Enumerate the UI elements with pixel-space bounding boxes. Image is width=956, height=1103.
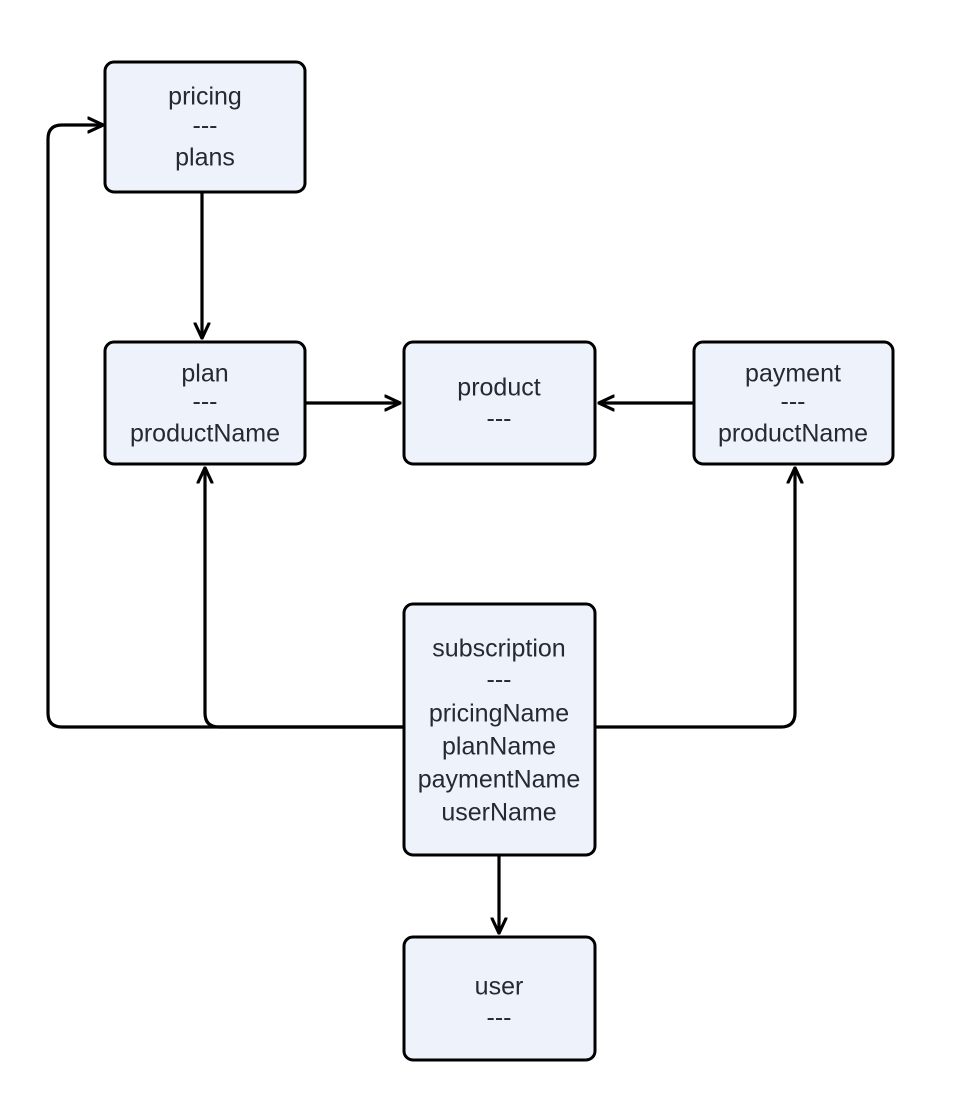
node-user-title: user	[475, 973, 524, 1001]
node-pricing-field-plans: plans	[175, 144, 235, 172]
node-plan-field-productname: productName	[130, 420, 280, 448]
node-user[interactable]: user ---	[402, 935, 597, 1062]
node-plan-separator: ---	[193, 388, 218, 416]
node-pricing-title: pricing	[168, 83, 242, 111]
node-plan[interactable]: plan --- productName	[103, 340, 307, 466]
node-subscription-title: subscription	[432, 635, 565, 663]
node-user-box[interactable]	[402, 935, 597, 1062]
node-plan-title: plan	[181, 360, 228, 388]
edges-layer	[46, 125, 795, 933]
node-subscription[interactable]: subscription --- pricingName planName pa…	[402, 602, 597, 857]
node-subscription-box[interactable]	[402, 602, 597, 857]
node-payment-title: payment	[745, 360, 841, 388]
edge-subscription-to-payment	[595, 468, 795, 729]
node-subscription-field-planname: planName	[442, 733, 556, 761]
node-payment-box[interactable]	[692, 340, 895, 466]
edge-subscription-to-pricing	[46, 125, 404, 729]
node-pricing-separator: ---	[193, 112, 218, 140]
edge-subscription-to-plan	[205, 468, 404, 729]
node-payment-separator: ---	[781, 388, 806, 416]
node-subscription-separator: ---	[487, 666, 512, 694]
node-subscription-field-username: userName	[441, 799, 556, 827]
node-product-box[interactable]	[402, 340, 597, 466]
node-product-separator: ---	[487, 405, 512, 433]
node-payment-field-productname: productName	[718, 420, 868, 448]
node-user-separator: ---	[487, 1004, 512, 1032]
node-subscription-field-paymentname: paymentName	[418, 766, 581, 794]
node-pricing-box[interactable]	[103, 60, 307, 194]
node-plan-box[interactable]	[103, 340, 307, 466]
node-product-title: product	[457, 374, 540, 402]
node-payment[interactable]: payment --- productName	[692, 340, 895, 466]
node-product[interactable]: product ---	[402, 340, 597, 466]
node-pricing[interactable]: pricing --- plans	[103, 60, 307, 194]
node-subscription-field-pricingname: pricingName	[429, 700, 569, 728]
